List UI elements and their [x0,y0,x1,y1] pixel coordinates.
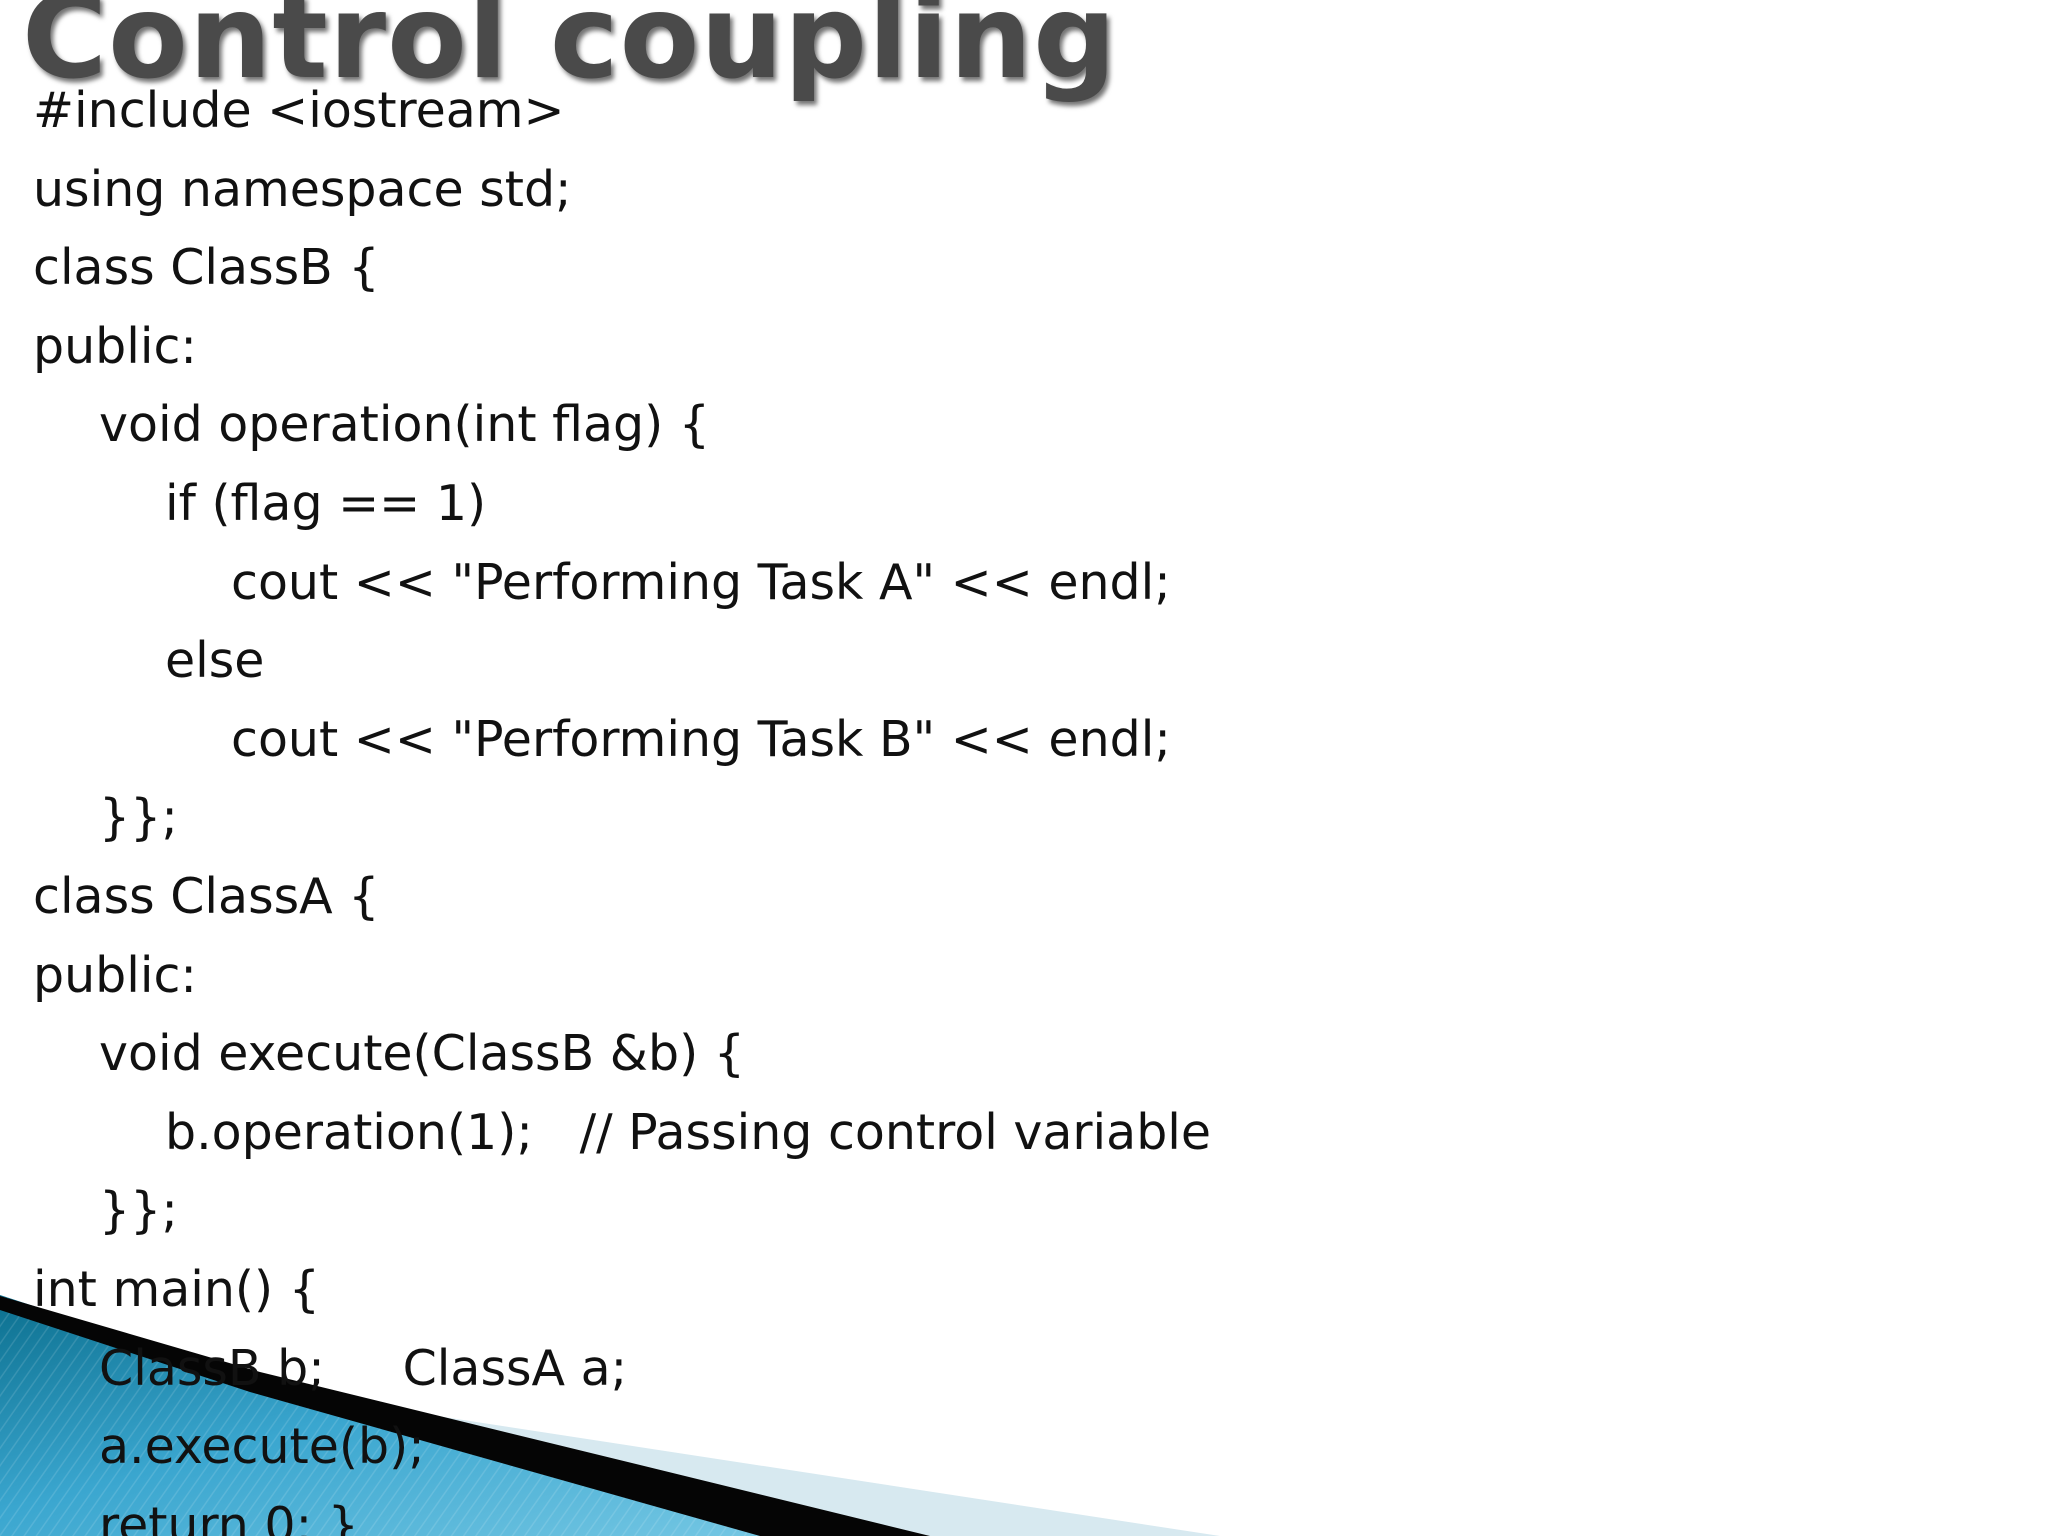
code-line: }}; [99,789,178,847]
code-line: ClassB b; ClassA a; [99,1339,628,1397]
code-line: cout << "Performing Task B" << endl; [231,710,1171,768]
code-line: class ClassB { [33,239,380,297]
code-line: void execute(ClassB &b) { [99,1025,745,1083]
code-line: if (flag == 1) [165,474,487,532]
code-line: else [165,632,265,690]
code-line: a.execute(b); [99,1418,425,1476]
code-line: cout << "Performing Task A" << endl; [231,553,1171,611]
code-line: int main() { [33,1260,320,1318]
code-line: #include <iostream> [33,82,565,139]
code-line: void operation(int flag) { [99,396,710,454]
code-line: public: [33,946,197,1004]
code-line: return 0; } [99,1496,359,1536]
code-line: public: [33,317,197,375]
code-line: }}; [99,1182,178,1240]
code-block: #include <iostream> using namespace std; c… [33,72,1211,1536]
code-line: class ClassA { [33,867,380,925]
slide-title: Control coupling [22,0,1118,105]
code-line: b.operation(1); // Passing control varia… [165,1103,1212,1161]
code-line: using namespace std; [33,160,572,218]
